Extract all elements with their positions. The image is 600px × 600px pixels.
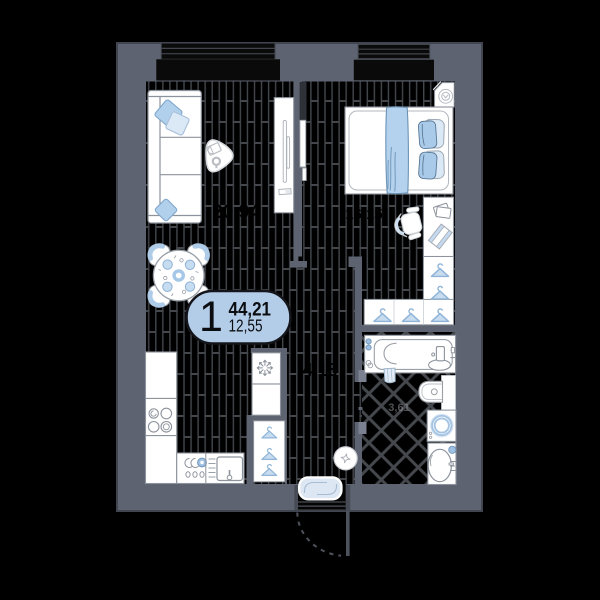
svg-text:4,18: 4,18 (302, 360, 337, 380)
svg-text:20,94: 20,94 (212, 202, 260, 223)
svg-text:44,21: 44,21 (229, 300, 272, 321)
svg-text:12,55: 12,55 (229, 315, 263, 335)
svg-text:3,61: 3,61 (388, 402, 409, 414)
svg-text:1: 1 (199, 293, 223, 341)
svg-text:16,15: 16,15 (345, 206, 383, 223)
